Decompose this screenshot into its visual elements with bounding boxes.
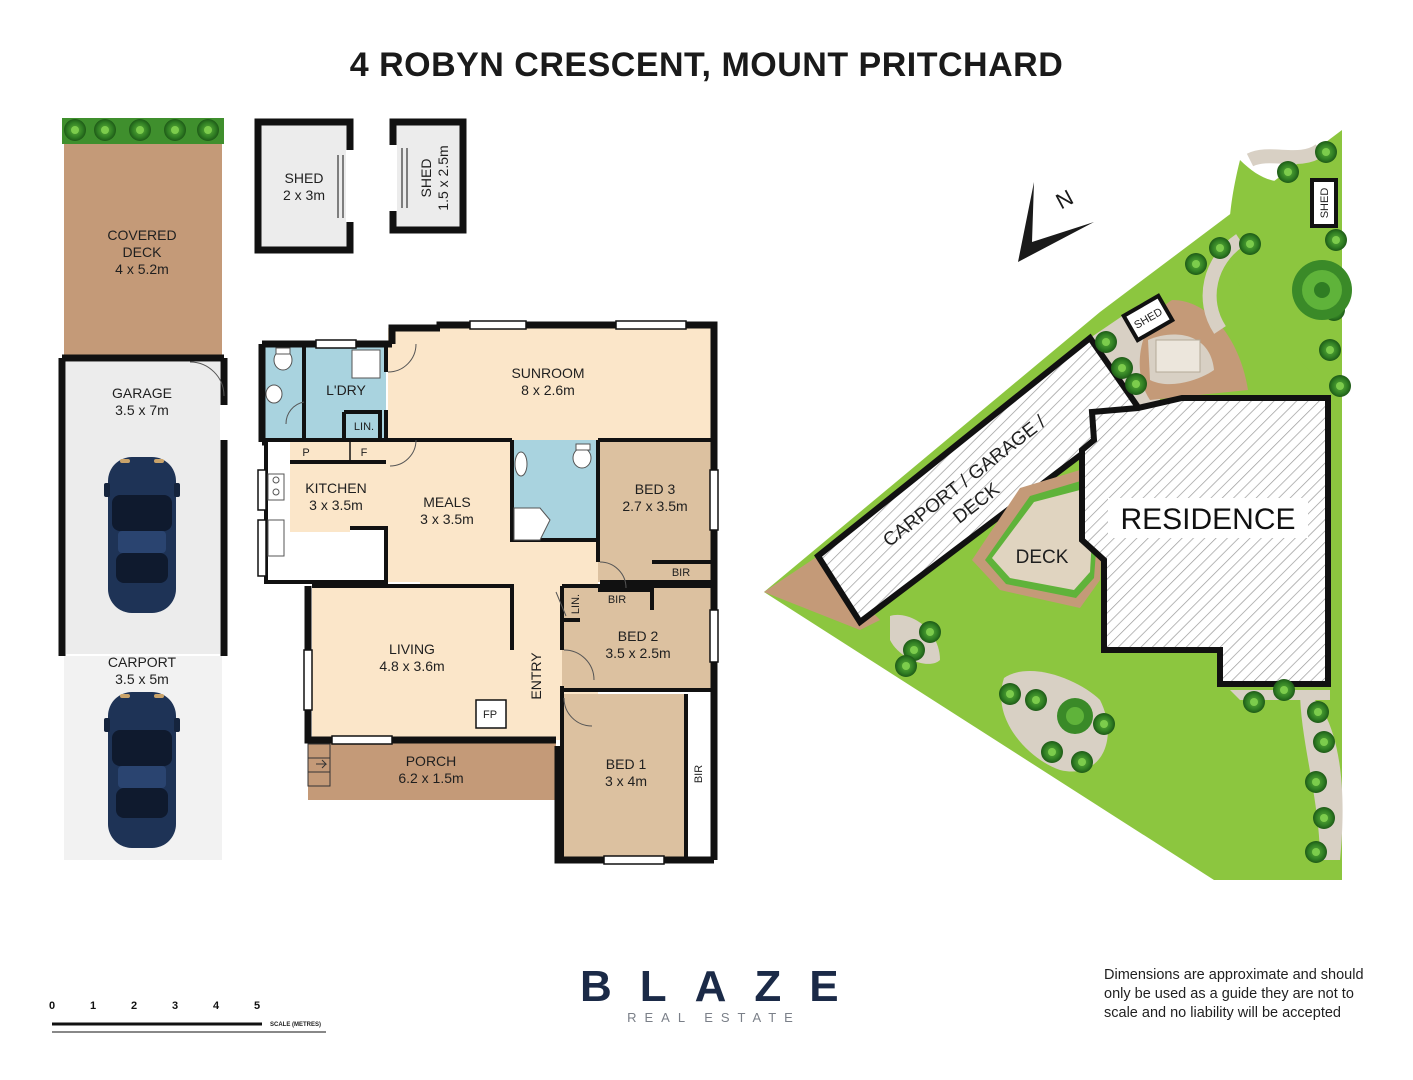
sunroom-size: 8 x 2.6m xyxy=(521,382,575,398)
main-house: SUNROOM 8 x 2.6m L'DRY LIN. P F KITCHEN … xyxy=(257,320,719,865)
carport-size: 3.5 x 5m xyxy=(115,671,169,687)
porch-size: 6.2 x 1.5m xyxy=(398,770,463,786)
covered-deck-size: 4 x 5.2m xyxy=(115,261,169,277)
kitchen-size: 3 x 3.5m xyxy=(309,497,363,513)
shed-2: SHED 1.5 x 2.5m xyxy=(389,118,467,234)
meals-size: 3 x 3.5m xyxy=(420,511,474,527)
porch-label: PORCH xyxy=(406,753,457,769)
carport-label: CARPORT xyxy=(108,654,177,670)
shed-2-size: 1.5 x 2.5m xyxy=(435,145,451,210)
linen-label-2: LIN. xyxy=(570,594,582,614)
linen-label-1: LIN. xyxy=(354,421,374,433)
scale-bar xyxy=(52,1022,326,1033)
scale-tick: 5 xyxy=(254,1000,261,1012)
bed-2-size: 3.5 x 2.5m xyxy=(605,645,670,661)
fridge-label: F xyxy=(361,447,368,459)
shed-2-label: SHED xyxy=(418,159,434,198)
scale-tick: 1 xyxy=(90,1000,97,1012)
scale-tick: 4 xyxy=(213,1000,220,1012)
scale-tick: 2 xyxy=(131,1000,138,1012)
site-residence xyxy=(1079,395,1331,687)
shed-1-size: 2 x 3m xyxy=(283,187,325,203)
residence-label: RESIDENCE xyxy=(1120,503,1295,536)
scale-tick: 3 xyxy=(172,1000,179,1012)
pantry-label: P xyxy=(302,447,309,459)
north-arrow-icon: N xyxy=(1018,182,1094,262)
entry-label: ENTRY xyxy=(528,652,544,700)
bir-2-label: BIR xyxy=(608,594,626,606)
car-icon xyxy=(104,692,180,848)
scale-caption: SCALE (METRES) xyxy=(270,1022,321,1028)
north-label: N xyxy=(1052,185,1078,215)
fireplace-label: FP xyxy=(483,709,497,721)
shed-1-label: SHED xyxy=(285,170,324,186)
covered-deck-label: COVERED xyxy=(107,227,176,243)
garage-column: COVERED DECK 4 x 5.2m GARAGE 3.5 x 7m CA… xyxy=(58,118,228,860)
bed-2-label: BED 2 xyxy=(618,628,659,644)
tree-icon xyxy=(1057,260,1352,734)
bir-3-label: BIR xyxy=(672,567,690,579)
covered-deck-area xyxy=(64,144,222,356)
laundry-label: L'DRY xyxy=(326,382,366,398)
brand-tagline: REAL ESTATE xyxy=(627,1010,801,1025)
bed-1-label: BED 1 xyxy=(606,756,647,772)
bed-3-size: 2.7 x 3.5m xyxy=(622,498,687,514)
kitchen-label: KITCHEN xyxy=(305,480,366,496)
page-title: 4 ROBYN CRESCENT, MOUNT PRITCHARD xyxy=(349,46,1064,84)
site-shed-b-label: SHED xyxy=(1319,188,1331,219)
bathroom-fixtures xyxy=(265,347,592,557)
car-icon xyxy=(104,457,180,613)
shed-1: SHED 2 x 3m xyxy=(254,118,354,254)
site-deck-label: DECK xyxy=(1016,547,1069,568)
brand-logo: BLAZE xyxy=(580,962,867,1011)
garage-label: GARAGE xyxy=(112,385,172,401)
sunroom-label: SUNROOM xyxy=(511,365,584,381)
living-size: 4.8 x 3.6m xyxy=(379,658,444,674)
meals-label: MEALS xyxy=(423,494,470,510)
disclaimer-text: Dimensions are approximate and should on… xyxy=(1104,967,1364,1021)
scale-tick: 0 xyxy=(49,1000,56,1012)
bed-3-label: BED 3 xyxy=(635,481,676,497)
living-label: LIVING xyxy=(389,641,435,657)
covered-deck-label-2: DECK xyxy=(123,244,163,260)
site-plan: RESIDENCE DECK CARPORT / GARAGE / DECK S… xyxy=(764,130,1352,880)
bir-1-label: BIR xyxy=(693,765,705,783)
bed-1-size: 3 x 4m xyxy=(605,773,647,789)
garage-size: 3.5 x 7m xyxy=(115,402,169,418)
